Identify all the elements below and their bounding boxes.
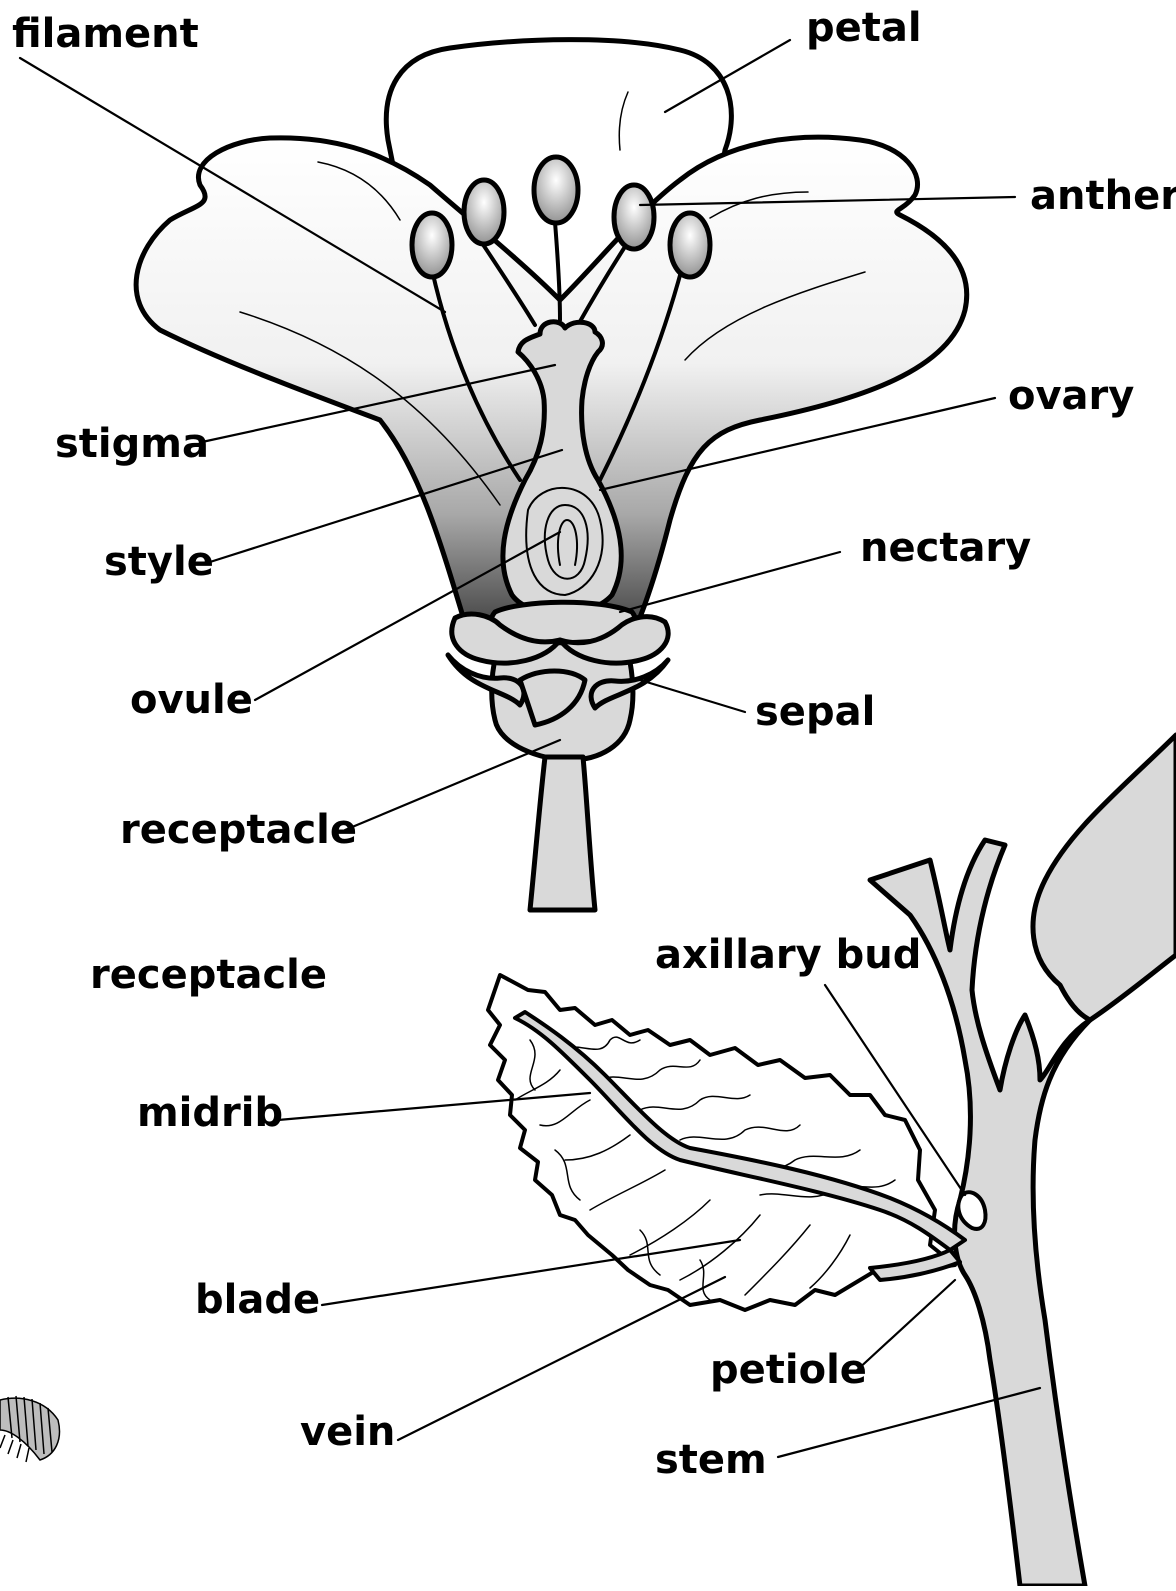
label-axillary-bud: axillary bud — [655, 935, 921, 975]
label-midrib: midrib — [137, 1093, 283, 1133]
label-stem: stem — [655, 1440, 767, 1480]
label-stigma: stigma — [55, 424, 209, 464]
label-sepal: sepal — [755, 692, 875, 732]
millipede-icon — [0, 1396, 59, 1462]
anther-shape — [670, 213, 710, 277]
label-blade: blade — [195, 1280, 320, 1320]
peduncle — [530, 757, 595, 910]
flower — [136, 40, 967, 910]
label-ovary: ovary — [1008, 376, 1134, 416]
label-petiole: petiole — [710, 1350, 867, 1390]
label-anther: anther — [1030, 176, 1176, 216]
upper-leaf — [1033, 735, 1176, 1020]
label-style: style — [104, 542, 214, 582]
anther-shape — [614, 185, 654, 249]
label-filament: filament — [12, 14, 199, 54]
leaf-blade — [488, 975, 955, 1310]
label-vein: vein — [300, 1412, 395, 1452]
anther-shape — [534, 157, 578, 223]
label-receptacle: receptacle — [120, 810, 357, 850]
label-receptacle-extra: receptacle — [90, 955, 327, 995]
label-ovule: ovule — [130, 680, 253, 720]
anther-shape — [464, 180, 504, 244]
label-petal: petal — [806, 8, 922, 48]
anther-shape — [412, 213, 452, 277]
label-nectary: nectary — [860, 528, 1031, 568]
